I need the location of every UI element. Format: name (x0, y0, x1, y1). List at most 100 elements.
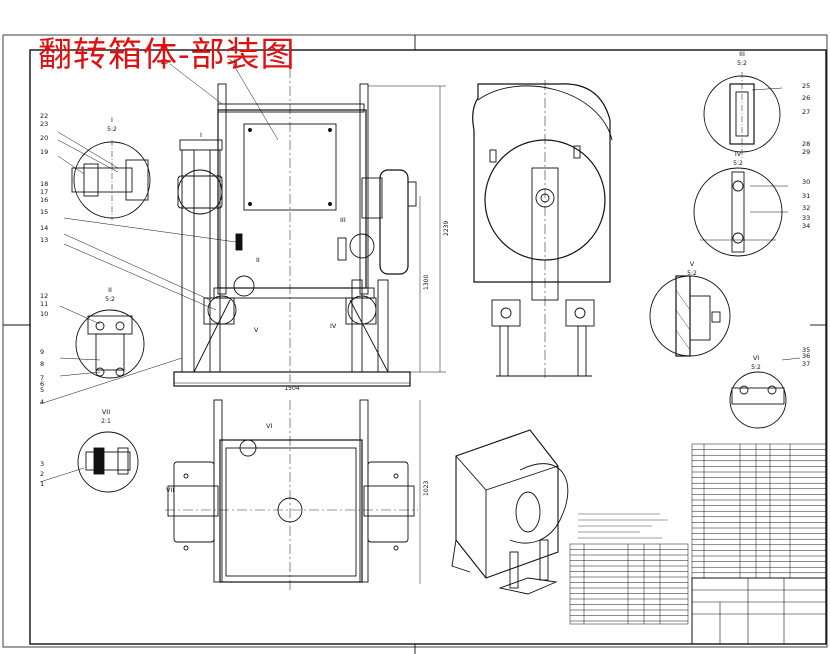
view-marker: III (340, 216, 346, 224)
part-balloon: 16 (40, 196, 48, 204)
bolt (328, 202, 332, 206)
latch (337, 237, 347, 261)
part-balloon: 7 (40, 374, 44, 382)
parts-list-upper (691, 443, 827, 579)
iso-leg-left (451, 539, 471, 573)
detail-circle-V (207, 295, 237, 325)
detail-view-scale: 5:2 (687, 270, 697, 277)
detail-view-name: III (739, 50, 745, 58)
leader (63, 233, 211, 301)
left-bearing (177, 175, 223, 209)
detail-view-II (59, 305, 145, 379)
part-balloon: 13 (40, 236, 48, 244)
iso-drum (509, 463, 569, 544)
part-balloon: 11 (40, 300, 48, 308)
bolt (328, 128, 332, 132)
view-marker: IV (330, 322, 337, 330)
detail-circle-VI (239, 439, 257, 457)
part-balloon: 4 (40, 398, 44, 406)
part-balloon: 33 (802, 214, 810, 222)
left-post (181, 149, 195, 373)
arm-tab-left (489, 149, 497, 163)
view-marker: VII (166, 486, 174, 494)
part-balloon: 19 (40, 148, 48, 156)
leader (63, 243, 217, 311)
part-balloon: 10 (40, 310, 48, 318)
left-shaft-hub (167, 485, 219, 517)
side-foot-left (491, 299, 521, 327)
drum-disc (484, 139, 606, 261)
plan-bolt (393, 473, 399, 479)
part-balloon: 28 (802, 140, 810, 148)
part-balloon: 26 (802, 94, 810, 102)
part-balloon: 23 (40, 120, 48, 128)
detail-view-I (57, 131, 151, 220)
plan-view (165, 399, 421, 590)
drawing-title: 翻转箱体-部装图 (38, 35, 296, 75)
part-balloon: 29 (802, 148, 810, 156)
front-view (39, 61, 446, 405)
labels: 2223201918171615141312111098765432125262… (40, 50, 810, 496)
dimension-text: 2239 (443, 221, 450, 236)
part-balloon: 37 (802, 360, 810, 368)
side-view (472, 80, 613, 380)
plan-bolt (393, 545, 399, 551)
handle (235, 233, 243, 251)
plan-box (219, 439, 363, 583)
detail-view-scale: 5:2 (737, 60, 747, 67)
view-marker: VI (266, 422, 272, 430)
dimension-text: 1504 (284, 385, 299, 392)
part-balloon: 17 (40, 188, 48, 196)
right-post2 (377, 279, 389, 373)
left-shaft-block (173, 461, 215, 543)
isometric-view (451, 429, 569, 595)
right-flange (407, 181, 417, 207)
detail-view-name: II (108, 286, 112, 294)
left-crossbar (179, 139, 223, 151)
iso-box (455, 429, 559, 579)
part-balloon: 34 (802, 222, 810, 230)
technical-notes (578, 513, 668, 539)
side-plate-right (359, 83, 369, 295)
window (243, 123, 337, 211)
part-balloon: 30 (802, 178, 810, 186)
side-plate (217, 83, 227, 295)
part-balloon: 2 (40, 470, 44, 478)
detail-view-VI (729, 357, 801, 429)
vertical-arm (531, 167, 559, 301)
leader (63, 217, 237, 243)
detail-view-name: V (690, 260, 695, 268)
detail-view-name: IV (735, 150, 742, 158)
detail-view-V (649, 275, 731, 357)
detail-view-scale: 2:1 (101, 418, 111, 425)
detail-view-scale: 5:2 (105, 296, 115, 303)
detail-view-name: I (111, 116, 113, 124)
leader (231, 61, 279, 141)
view-marker: V (254, 326, 259, 334)
part-balloon: 32 (802, 204, 810, 212)
detail-view-scale: 5:2 (107, 126, 117, 133)
view-marker: I (200, 131, 202, 139)
shaft-hub (535, 188, 555, 208)
part-balloon: 8 (40, 360, 44, 368)
part-balloon: 27 (802, 108, 810, 116)
plan-bolt (183, 473, 189, 479)
title-block (691, 577, 827, 645)
iso-edge (455, 455, 559, 578)
side-leg-right (577, 325, 587, 377)
base-plate (173, 371, 411, 387)
detail-circle-II (233, 275, 255, 297)
detail-view-name: VI (753, 354, 759, 362)
bolt (248, 202, 252, 206)
inner-frame (29, 49, 827, 645)
part-balloon: 15 (40, 208, 48, 216)
view-marker: II (256, 256, 260, 264)
leader (169, 63, 223, 105)
part-balloon: 22 (40, 112, 48, 120)
part-balloon: 9 (40, 348, 44, 356)
part-balloon: 18 (40, 180, 48, 188)
part-balloon: 25 (802, 82, 810, 90)
part-balloon: 31 (802, 192, 810, 200)
detail-view-VII (39, 431, 139, 493)
